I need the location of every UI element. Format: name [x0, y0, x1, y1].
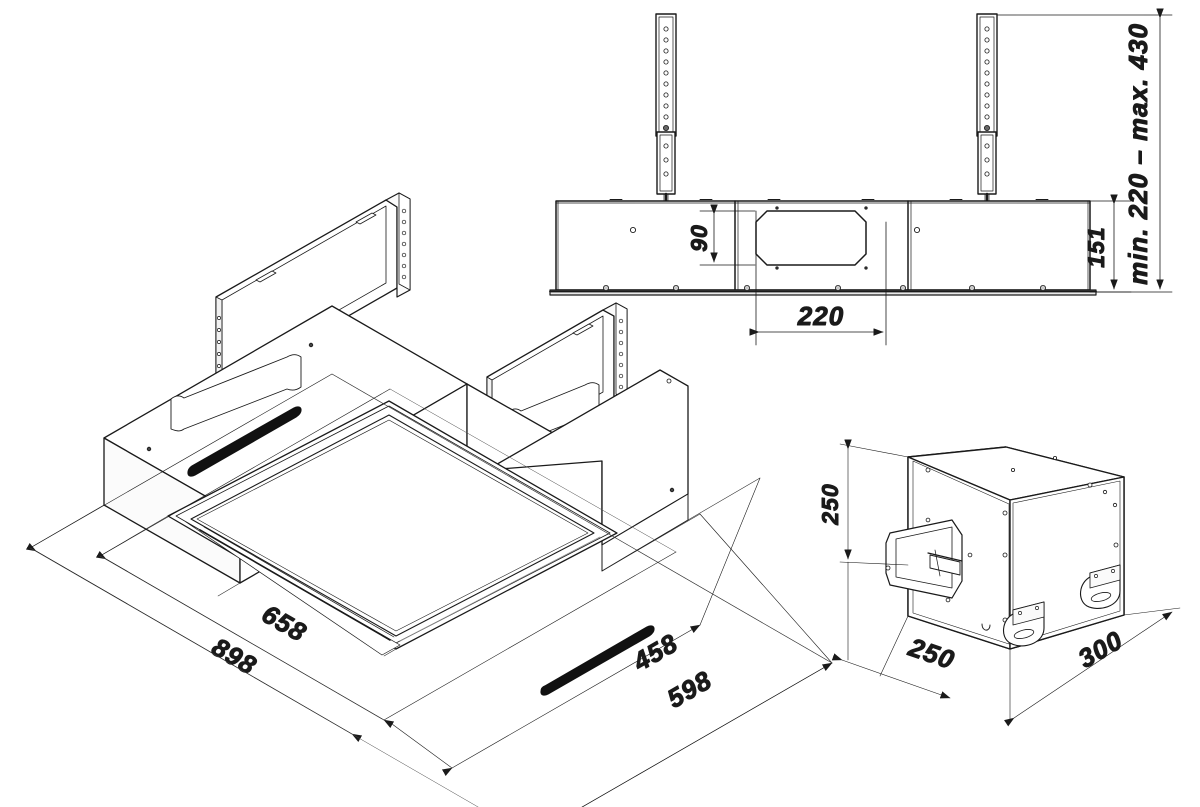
dimension-frame-458 — [391, 477, 761, 776]
dim-label-598: 598 — [662, 665, 717, 714]
hood-filter-panel — [167, 400, 618, 656]
dimension-duct-height-90 — [699, 204, 756, 266]
dim-label-220-430: min. 220 – max. 430 — [1123, 23, 1153, 285]
duct-opening — [755, 210, 867, 266]
dimension-duct-width-220 — [749, 210, 887, 346]
front-elevation-view: 90 220 151 min. 220 – max. 430 — [549, 8, 1173, 346]
dimension-frame-598 — [521, 513, 833, 807]
dimension-motor-height-250 — [839, 439, 909, 661]
hood-panel-back-left — [215, 192, 411, 393]
hood-body-elevation — [549, 199, 1097, 296]
telescopic-rod-right — [976, 13, 998, 204]
motor-box-view: 250 250 300 — [817, 439, 1181, 727]
dimension-range-220-430 — [996, 8, 1173, 293]
dim-label-151: 151 — [1083, 226, 1109, 267]
dim-label-898: 898 — [207, 632, 262, 681]
motor-mount-foot-rear — [1080, 564, 1121, 609]
dim-label-90: 90 — [686, 224, 712, 252]
isometric-hood-view: 898 658 598 458 — [25, 192, 833, 807]
dim-label-658: 658 — [257, 599, 312, 648]
dim-label-motor-depth-300: 300 — [1073, 625, 1128, 674]
dim-label-motor-height-250: 250 — [817, 483, 843, 525]
dimension-motor-depth-300 — [1004, 607, 1181, 727]
dim-label-220: 220 — [797, 301, 844, 331]
dim-label-motor-width-250: 250 — [904, 631, 959, 675]
telescopic-rod-left — [655, 13, 677, 204]
motor-inlet-duct — [885, 519, 963, 599]
